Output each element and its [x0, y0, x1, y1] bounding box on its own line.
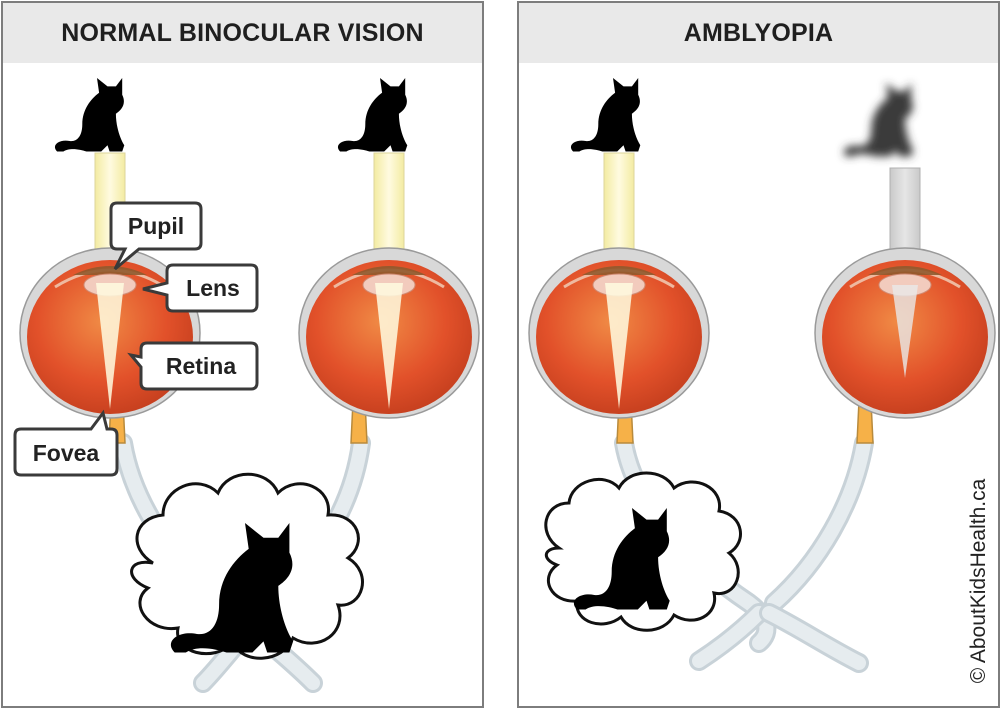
pupil-label: Pupil [128, 213, 184, 239]
amblyopia-optic-chiasm-branch-right-inner [762, 606, 866, 670]
amblyopia-title: AMBLYOPIA [519, 3, 998, 63]
normal-vision-title: NORMAL BINOCULAR VISION [3, 3, 482, 63]
lens-label: Lens [186, 275, 240, 301]
retina-label: Retina [166, 353, 237, 379]
amblyopia-optic-path-right-eye-inner [767, 436, 871, 610]
right-eye-target-cat [337, 78, 408, 152]
amblyopia-diagram [528, 78, 996, 673]
normal-vision-diagram: Pupil Lens Retina Fovea [13, 78, 480, 693]
amblyopia-blurred-target-cat [843, 83, 914, 157]
copyright-credit: © AboutKidsHealth.ca [964, 466, 994, 696]
fovea-label: Fovea [33, 440, 100, 466]
lens-callout: Lens [142, 263, 259, 313]
amblyopia-panel: AMBLYOPIA [517, 1, 1000, 708]
amblyopia-right-eye [814, 247, 996, 444]
amblyopia-optic-chiasm-branch-left-inner [692, 606, 766, 668]
left-eye-target-cat [54, 78, 125, 152]
amblyopia-left-eye [528, 247, 710, 444]
amblyopia-optic-path-right-eye [764, 433, 874, 613]
normal-binocular-vision-panel: NORMAL BINOCULAR VISION [1, 1, 484, 708]
copyright-text: © AboutKidsHealth.ca [967, 478, 990, 684]
right-eye [298, 247, 480, 444]
fovea-callout: Fovea [13, 409, 119, 477]
retina-callout: Retina [127, 341, 259, 391]
pupil-callout: Pupil [109, 201, 203, 271]
amblyopia-left-target-cat [570, 78, 641, 152]
